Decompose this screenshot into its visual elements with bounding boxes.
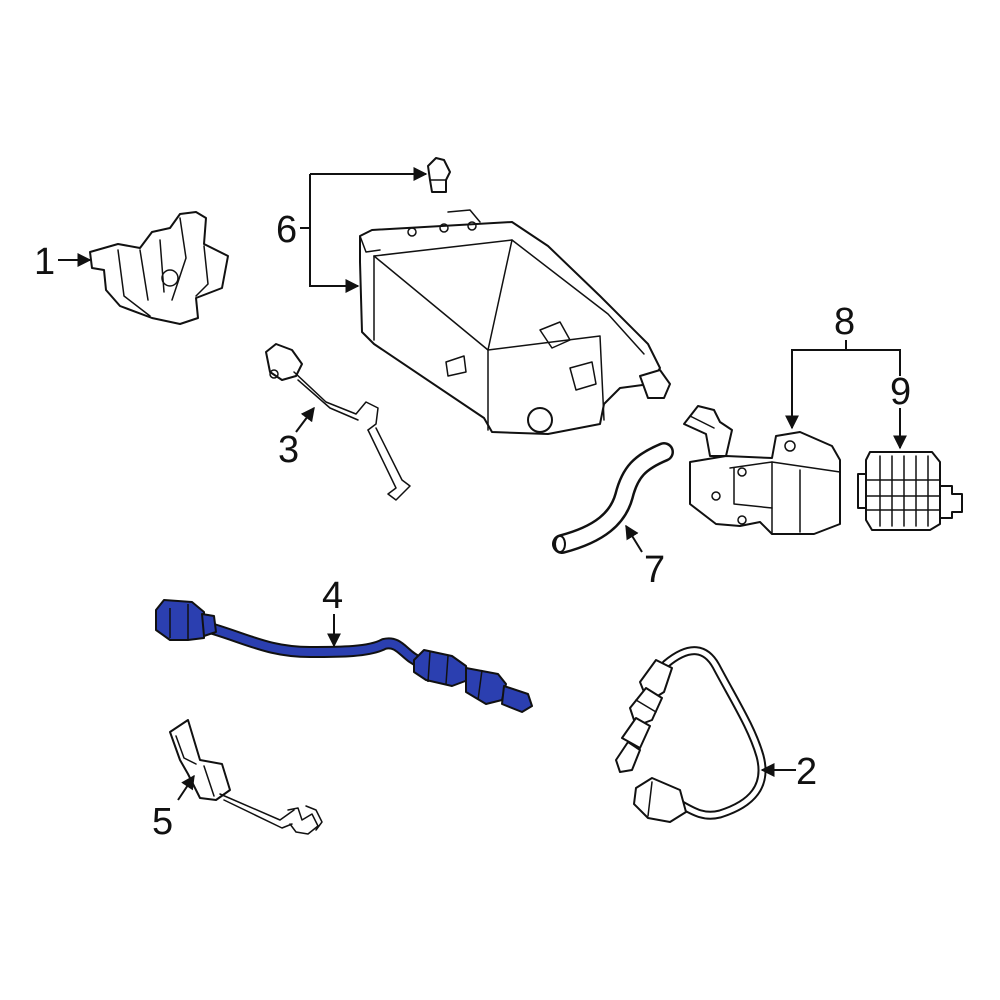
part-8-valve-assembly[interactable] xyxy=(683,405,841,535)
part-6-canister[interactable] xyxy=(359,209,671,435)
callout-5[interactable]: 5 xyxy=(152,801,173,843)
callout-7[interactable]: 7 xyxy=(644,549,665,591)
part-3-bracket[interactable] xyxy=(265,343,411,501)
callout-4[interactable]: 4 xyxy=(322,575,343,617)
part-5-sensor-bracket[interactable] xyxy=(169,719,323,835)
callout-6[interactable]: 6 xyxy=(276,209,297,251)
leader-5 xyxy=(177,774,195,801)
callout-1[interactable]: 1 xyxy=(34,241,55,283)
callout-3[interactable]: 3 xyxy=(278,429,299,471)
part-1-bracket[interactable] xyxy=(89,211,229,325)
callout-8[interactable]: 8 xyxy=(834,301,855,343)
callout-9[interactable]: 9 xyxy=(890,371,911,413)
part-6-valve[interactable] xyxy=(427,157,451,193)
leader-8-valve xyxy=(785,349,846,430)
callout-2[interactable]: 2 xyxy=(796,751,817,793)
leader-8-filter xyxy=(846,349,901,376)
part-9-filter[interactable] xyxy=(857,451,963,531)
part-4-oxygen-sensor[interactable] xyxy=(155,599,533,713)
leader-6-canister xyxy=(309,174,360,293)
leader-3 xyxy=(295,406,315,433)
part-2-oxygen-sensor[interactable] xyxy=(615,646,767,823)
part-7-hose[interactable] xyxy=(552,442,674,554)
leader-7 xyxy=(625,524,643,553)
